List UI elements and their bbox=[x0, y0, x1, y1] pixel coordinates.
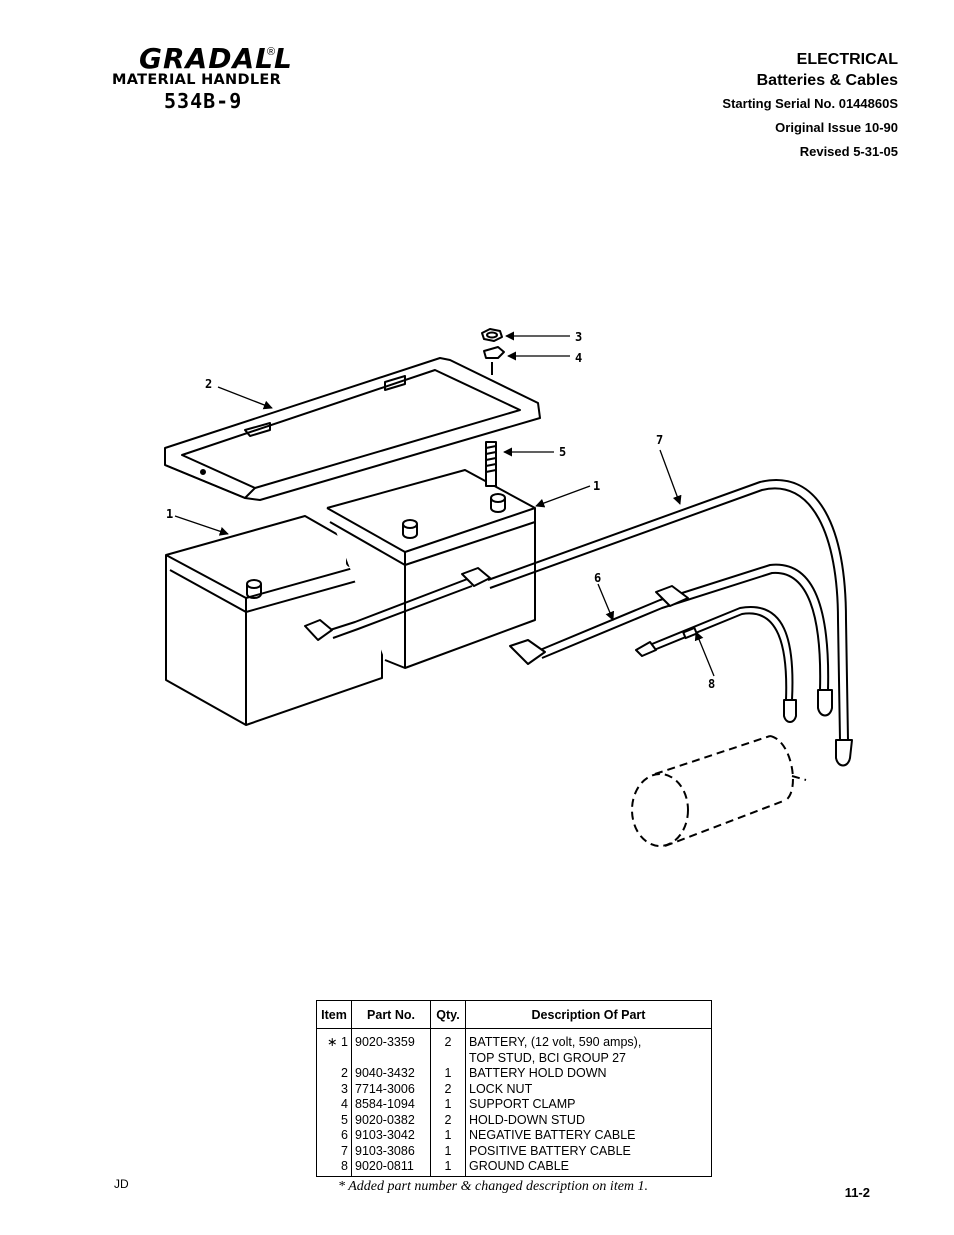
row-part: 9020-0811 bbox=[351, 1159, 431, 1177]
registered-mark: ® bbox=[267, 46, 276, 58]
row-qty: 1 bbox=[430, 1128, 466, 1144]
row-desc: BATTERY, (12 volt, 590 amps), bbox=[465, 1028, 712, 1051]
row-qty: 1 bbox=[430, 1143, 466, 1159]
starter-motor bbox=[631, 735, 807, 847]
row-qty: 1 bbox=[430, 1097, 466, 1113]
parts-table: Item Part No. Qty. Description Of Part ∗… bbox=[316, 1000, 712, 1177]
row-item: 7 bbox=[316, 1143, 352, 1159]
table-row: 6 9103-3042 1 NEGATIVE BATTERY CABLE bbox=[316, 1128, 712, 1144]
row-item: ∗ 1 bbox=[316, 1028, 352, 1051]
section-title: ELECTRICAL bbox=[796, 51, 898, 68]
page-number: 11-2 bbox=[844, 1185, 870, 1200]
row-desc: SUPPORT CLAMP bbox=[465, 1097, 712, 1113]
table-row: 7 9103-3086 1 POSITIVE BATTERY CABLE bbox=[316, 1143, 712, 1159]
ground-cable bbox=[635, 605, 797, 723]
col-description: Description Of Part bbox=[465, 1000, 712, 1029]
row-part bbox=[351, 1050, 431, 1066]
row-part: 9040-3432 bbox=[351, 1066, 431, 1082]
logo-subtitle: MATERIAL HANDLER bbox=[112, 72, 282, 88]
row-qty: 2 bbox=[430, 1081, 466, 1097]
col-part-no: Part No. bbox=[351, 1000, 431, 1029]
table-row: 4 8584-1094 1 SUPPORT CLAMP bbox=[316, 1097, 712, 1113]
table-row: 8 9020-0811 1 GROUND CABLE bbox=[316, 1159, 712, 1177]
callout-6: 6 bbox=[594, 571, 601, 585]
row-item: 4 bbox=[316, 1097, 352, 1113]
battery-hold-down bbox=[164, 357, 541, 501]
row-qty: 1 bbox=[430, 1066, 466, 1082]
table-row: 2 9040-3432 1 BATTERY HOLD DOWN bbox=[316, 1066, 712, 1082]
row-desc: NEGATIVE BATTERY CABLE bbox=[465, 1128, 712, 1144]
logo-brand: GRADALL bbox=[139, 42, 293, 75]
row-item: 2 bbox=[316, 1066, 352, 1082]
row-part: 9103-3042 bbox=[351, 1128, 431, 1144]
callout-1-left: 1 bbox=[166, 507, 173, 521]
row-desc: TOP STUD, BCI GROUP 27 bbox=[465, 1050, 712, 1066]
row-desc: POSITIVE BATTERY CABLE bbox=[465, 1143, 712, 1159]
callout-3: 3 bbox=[575, 330, 582, 344]
callout-1-right: 1 bbox=[593, 479, 600, 493]
serial-number: Starting Serial No. 0144860S bbox=[722, 96, 898, 111]
support-clamp bbox=[483, 346, 505, 375]
table-row: ∗ 1 9020-3359 2 BATTERY, (12 volt, 590 a… bbox=[316, 1028, 712, 1051]
row-item: 5 bbox=[316, 1112, 352, 1128]
hold-down-stud bbox=[485, 441, 497, 487]
col-item: Item bbox=[316, 1000, 352, 1029]
table-row: 5 9020-0382 2 HOLD-DOWN STUD bbox=[316, 1112, 712, 1128]
revised-date: Revised 5-31-05 bbox=[799, 144, 898, 159]
table-row: TOP STUD, BCI GROUP 27 bbox=[316, 1050, 712, 1066]
row-qty: 2 bbox=[430, 1112, 466, 1128]
page-header: ELECTRICAL Batteries & Cables Starting S… bbox=[722, 50, 898, 164]
row-part: 9103-3086 bbox=[351, 1143, 431, 1159]
row-part: 7714-3006 bbox=[351, 1081, 431, 1097]
row-qty: 2 bbox=[430, 1028, 466, 1051]
original-issue: Original Issue 10-90 bbox=[775, 120, 898, 135]
row-qty: 1 bbox=[430, 1159, 466, 1177]
row-desc: HOLD-DOWN STUD bbox=[465, 1112, 712, 1128]
positive-battery-cable bbox=[487, 479, 853, 767]
table-row: 3 7714-3006 2 LOCK NUT bbox=[316, 1081, 712, 1097]
callout-7: 7 bbox=[656, 433, 663, 447]
battery-jumper-cable bbox=[304, 567, 491, 641]
footer-initials: JD bbox=[114, 1177, 129, 1191]
table-header-row: Item Part No. Qty. Description Of Part bbox=[316, 1000, 712, 1029]
negative-battery-cable bbox=[509, 563, 833, 717]
col-qty: Qty. bbox=[430, 1000, 466, 1029]
logo-model: 534B-9 bbox=[164, 89, 243, 113]
row-item: 8 bbox=[316, 1159, 352, 1177]
callout-2: 2 bbox=[205, 377, 212, 391]
row-qty bbox=[430, 1050, 466, 1066]
row-part: 9020-0382 bbox=[351, 1112, 431, 1128]
page-title: Batteries & Cables bbox=[756, 72, 898, 89]
footnote: * Added part number & changed descriptio… bbox=[338, 1179, 649, 1194]
row-desc: GROUND CABLE bbox=[465, 1159, 712, 1177]
lock-nut bbox=[481, 328, 503, 342]
row-item bbox=[316, 1050, 352, 1066]
row-part: 9020-3359 bbox=[351, 1028, 431, 1051]
row-part: 8584-1094 bbox=[351, 1097, 431, 1113]
callout-4: 4 bbox=[575, 351, 582, 365]
row-item: 3 bbox=[316, 1081, 352, 1097]
battery-left bbox=[165, 515, 383, 726]
row-item: 6 bbox=[316, 1128, 352, 1144]
row-desc: LOCK NUT bbox=[465, 1081, 712, 1097]
callout-8: 8 bbox=[708, 677, 715, 691]
callout-5: 5 bbox=[559, 445, 566, 459]
row-desc: BATTERY HOLD DOWN bbox=[465, 1066, 712, 1082]
